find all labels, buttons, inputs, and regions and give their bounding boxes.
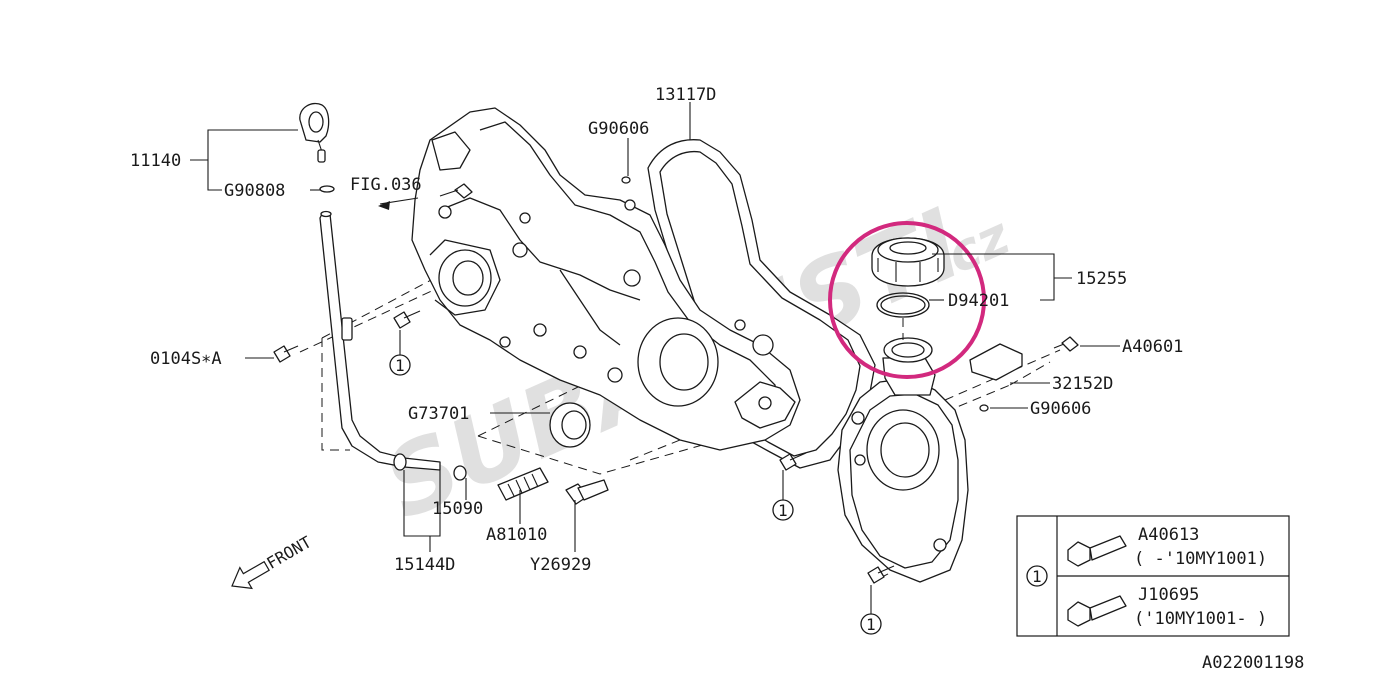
front-label: FRONT bbox=[263, 532, 315, 573]
label-32152d: 32152D bbox=[1052, 374, 1113, 394]
front-arrow-icon bbox=[231, 560, 270, 590]
main-front-cover bbox=[411, 107, 801, 451]
legend-row1-range: ( -'10MY1001) bbox=[1134, 549, 1267, 569]
legend-table: 1 A40613 ( -'10MY1001) J10695 ('10MY1001… bbox=[1016, 515, 1290, 637]
bolt-a40601 bbox=[1053, 336, 1079, 352]
legend-row2-part: J10695 bbox=[1138, 585, 1199, 605]
stud-bolt bbox=[497, 467, 549, 501]
label-11140: 11140 bbox=[130, 151, 181, 171]
dowel-g90606-top bbox=[621, 176, 631, 184]
oil-level-gauge bbox=[299, 102, 330, 163]
label-15255: 15255 bbox=[1076, 269, 1127, 289]
diagram-code: A022001198 bbox=[1202, 653, 1304, 673]
bolt-mid bbox=[779, 452, 807, 471]
label-15090: 15090 bbox=[432, 499, 483, 519]
oil-seal bbox=[549, 402, 591, 448]
label-a81010: A81010 bbox=[486, 525, 547, 545]
ref-marker-mid-text: 1 bbox=[778, 501, 788, 520]
label-g73701: G73701 bbox=[408, 404, 469, 424]
bracket-32152d bbox=[969, 343, 1023, 381]
ref-marker-mid: 1 bbox=[772, 499, 794, 521]
label-a40601: A40601 bbox=[1122, 337, 1183, 357]
bolt-0104s bbox=[273, 345, 299, 363]
ref-marker-bottom: 1 bbox=[860, 613, 882, 635]
highlight-circle bbox=[828, 221, 986, 379]
oil-filler-cap bbox=[871, 237, 945, 287]
bolt-j10695-icon bbox=[1067, 595, 1127, 627]
label-0104s: 0104S∗A bbox=[150, 349, 222, 369]
label-g90808: G90808 bbox=[224, 181, 285, 201]
ref-markers: 1 1 1 bbox=[389, 354, 882, 635]
lower-right-cover bbox=[837, 337, 969, 583]
legend-row1-part: A40613 bbox=[1138, 525, 1199, 545]
bolt-bottom bbox=[867, 565, 895, 584]
oil-level-gauge-guide bbox=[319, 210, 441, 471]
legend-marker: 1 bbox=[1032, 567, 1042, 586]
fig036-arrow-icon bbox=[378, 201, 390, 210]
dipstick-o-ring bbox=[319, 185, 335, 193]
dowel-g90606-right bbox=[979, 404, 989, 412]
label-15144d: 15144D bbox=[394, 555, 455, 575]
ref-marker-left: 1 bbox=[389, 354, 411, 376]
front-indicator: FRONT bbox=[231, 532, 315, 590]
label-y26929: Y26929 bbox=[530, 555, 591, 575]
label-g90606-top: G90606 bbox=[588, 119, 649, 139]
flange-bolt bbox=[565, 479, 609, 505]
bolt-left bbox=[393, 310, 421, 329]
label-13117d: 13117D bbox=[655, 85, 716, 105]
label-g90606-right: G90606 bbox=[1030, 399, 1091, 419]
callout-labels: 13117D G90606 11140 G90808 FIG.036 15255… bbox=[130, 85, 1183, 575]
label-fig036: FIG.036 bbox=[350, 175, 422, 195]
ref-marker-bottom-text: 1 bbox=[866, 615, 876, 634]
bolt-fig036 bbox=[439, 183, 473, 199]
guide-o-ring bbox=[453, 465, 467, 481]
leader-lines bbox=[190, 102, 1120, 614]
label-d94201: D94201 bbox=[948, 291, 1009, 311]
o-ring bbox=[876, 292, 930, 318]
ref-marker-left-text: 1 bbox=[395, 356, 405, 375]
legend-row2-range: ('10MY1001- ) bbox=[1134, 609, 1267, 629]
bolt-a40613-icon bbox=[1067, 535, 1127, 567]
